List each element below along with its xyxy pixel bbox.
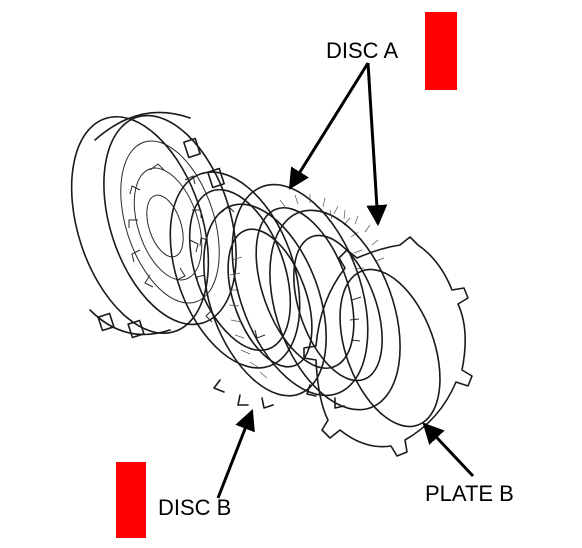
- clutch-drum: [70, 111, 237, 339]
- disc-a-third: [269, 209, 401, 411]
- label-disc-b: DISC B: [158, 495, 232, 520]
- red-marker-bottom: [116, 462, 146, 538]
- leader-arrows: [216, 62, 475, 499]
- red-marker-top: [425, 12, 457, 90]
- arrow-disc-b: [216, 409, 255, 499]
- plate-b: [303, 236, 473, 457]
- arrow-disc-a-left: [288, 62, 370, 190]
- label-disc-a: DISC A: [326, 38, 399, 63]
- arrow-plate-b: [422, 422, 475, 478]
- disc-b: [203, 203, 327, 409]
- disc-a-second: [231, 183, 369, 397]
- arrow-disc-a-right: [366, 62, 388, 227]
- label-plate-b: PLATE B: [425, 481, 514, 506]
